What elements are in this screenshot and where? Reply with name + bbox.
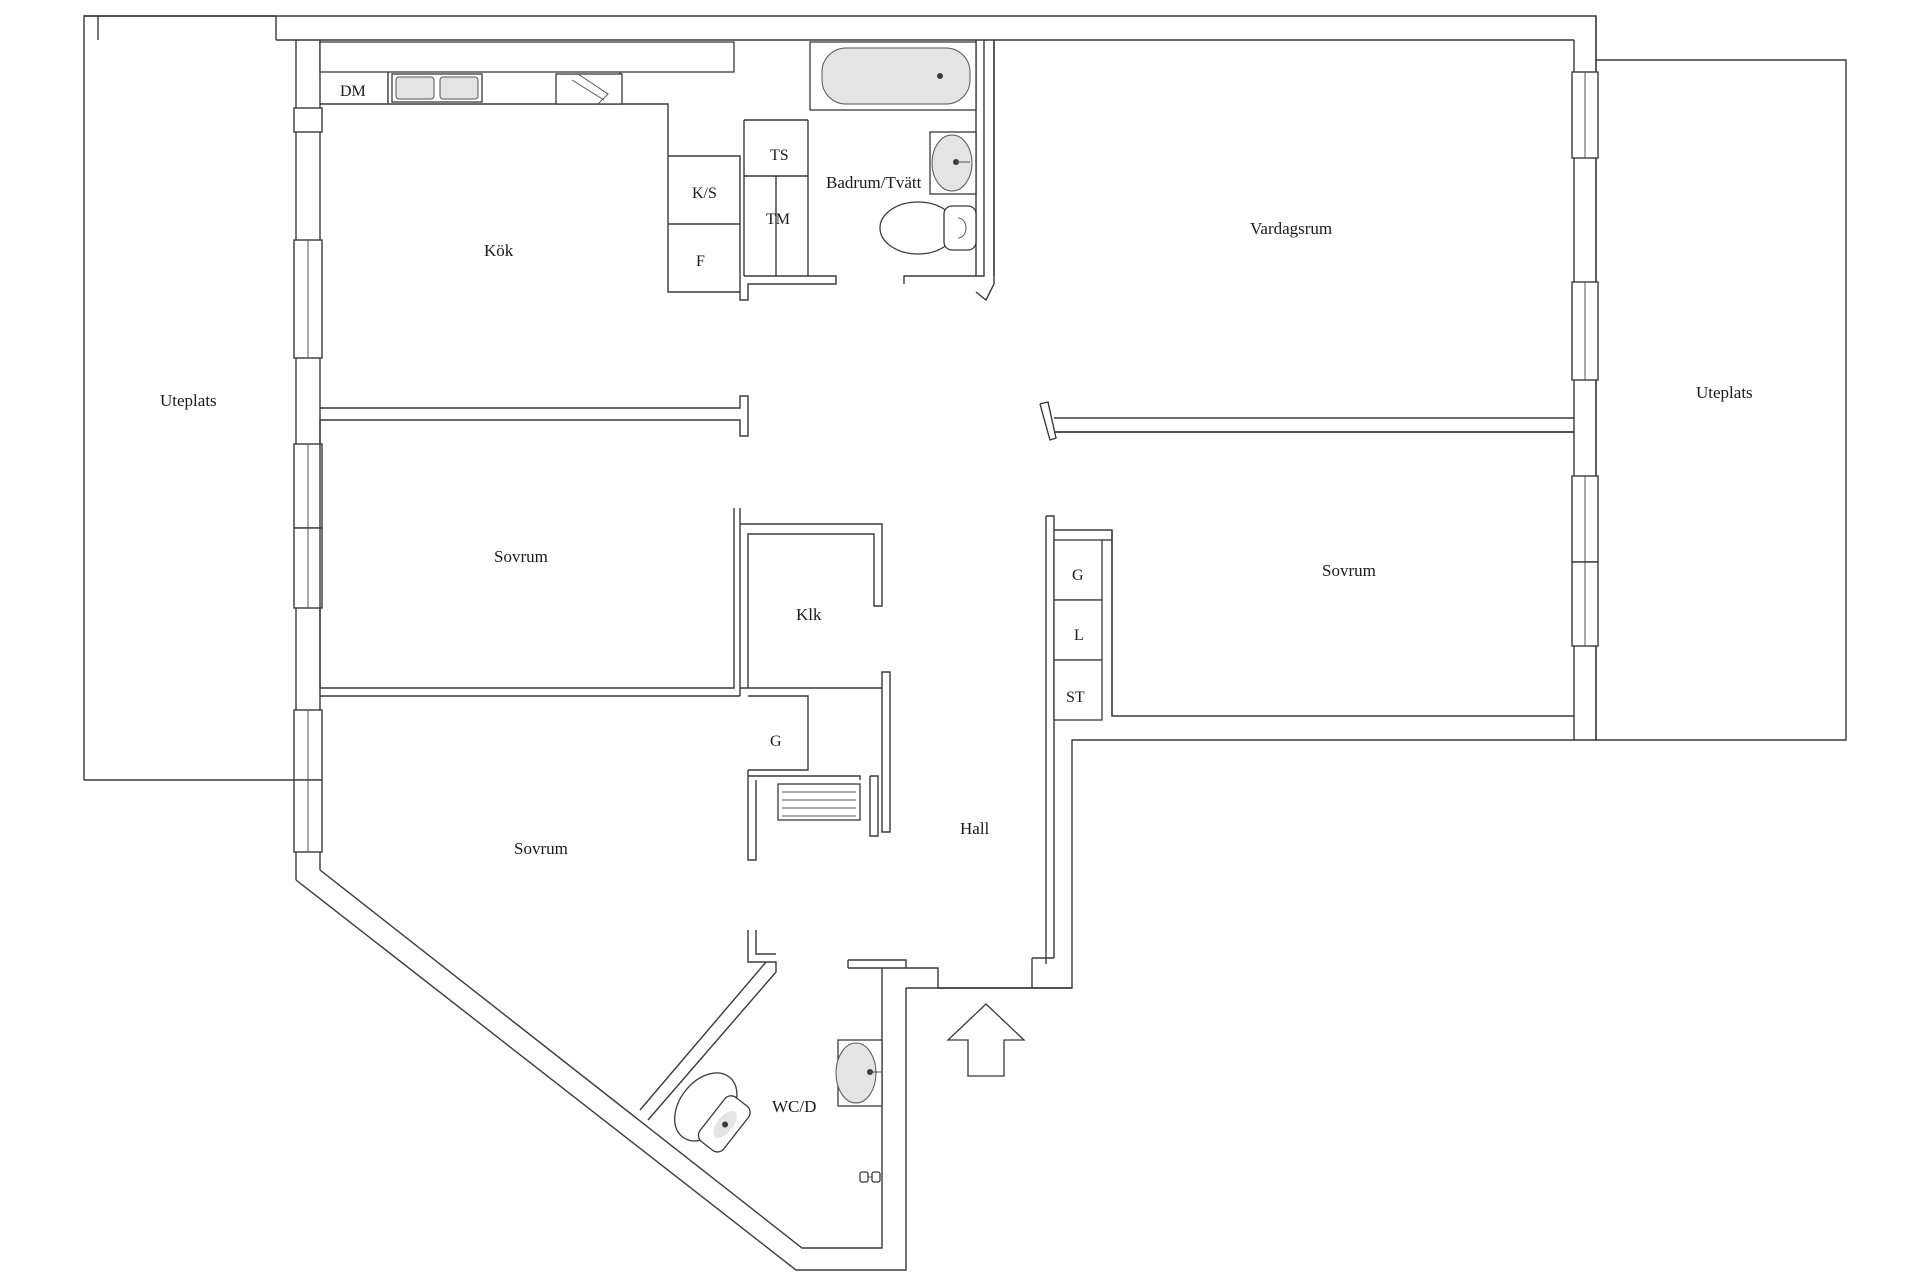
room-label-sovrum-1: Sovrum: [494, 547, 548, 566]
room-label-sovrum-2: Sovrum: [514, 839, 568, 858]
right-windows: [1571, 71, 1599, 647]
room-label-sovrum-3: Sovrum: [1322, 561, 1376, 580]
fixture-label-l: L: [1074, 627, 1084, 644]
bedroom-2-walls: [320, 695, 879, 861]
fixture-label-tm: TM: [766, 211, 790, 228]
fixture-label-st: ST: [1066, 689, 1085, 706]
wc-washbasin-icon: [835, 1039, 883, 1107]
kitchen-walls: [319, 41, 749, 437]
radiator-icon: [777, 783, 861, 821]
stove-icon: [555, 73, 623, 105]
fixture-label-ks: K/S: [692, 185, 717, 202]
room-label-hall: Hall: [960, 819, 990, 838]
fixture-label-f: F: [696, 253, 705, 270]
entrance-arrow-icon: [946, 1003, 1026, 1077]
room-label-uteplats-right: Uteplats: [1696, 383, 1753, 402]
left-windows: [293, 107, 323, 853]
room-label-vardagsrum: Vardagsrum: [1250, 219, 1332, 238]
hall-closets: [1031, 515, 1574, 964]
shower-icon: [859, 1171, 881, 1183]
wc-toilet-icon: [674, 1072, 751, 1153]
wc-walls: [639, 930, 907, 1121]
toilet-icon: [879, 201, 977, 255]
room-label-badrum: Badrum/Tvätt: [826, 173, 922, 192]
room-label-wcd: WC/D: [772, 1097, 816, 1116]
living-room-walls: [993, 40, 1574, 441]
washbasin-icon: [929, 131, 977, 195]
room-label-uteplats-left: Uteplats: [160, 391, 217, 410]
bedroom-3-walls: [1054, 431, 1574, 716]
uteplats-right-area: [1596, 59, 1847, 741]
bedroom-1-walls: [319, 420, 891, 833]
fixture-label-ts: TS: [770, 147, 789, 164]
room-label-klk: Klk: [796, 605, 822, 624]
kitchen-counter-top: [319, 41, 735, 73]
fixture-label-g-sovrum: G: [770, 733, 782, 750]
bathtub-icon: [809, 41, 977, 111]
sink-icon: [391, 73, 483, 103]
room-label-kok: Kök: [484, 241, 514, 260]
fixture-label-dm: DM: [340, 83, 366, 100]
fixture-label-g-hall: G: [1072, 567, 1084, 584]
